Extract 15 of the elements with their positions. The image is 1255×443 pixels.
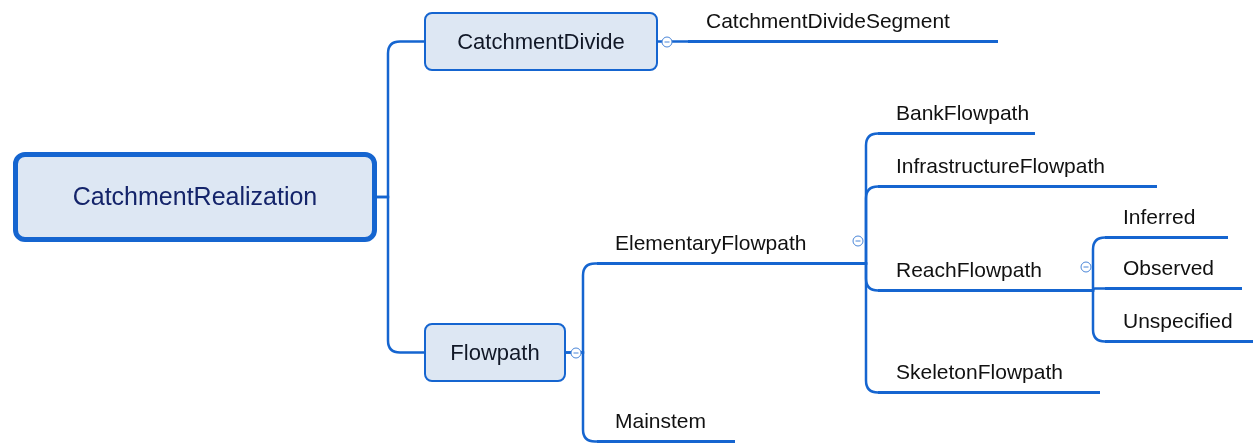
- subtopic-label: BankFlowpath: [878, 96, 1035, 135]
- subtopic-label: ReachFlowpath: [878, 252, 1075, 292]
- connector-line: [658, 40, 688, 43]
- subtopic-label: SkeletonFlowpath: [878, 355, 1100, 394]
- connector-line: [377, 195, 424, 354]
- subtopic-label: Mainstem: [597, 404, 735, 443]
- subtopic-label: CatchmentDivideSegment: [688, 5, 998, 43]
- root-topic-box: CatchmentRealization: [13, 152, 377, 242]
- topic-box: Flowpath: [424, 323, 566, 382]
- subtopic-label: Unspecified: [1105, 304, 1253, 343]
- subtopic-label: Observed: [1105, 251, 1242, 290]
- subtopic-label: ElementaryFlowpath: [597, 226, 848, 265]
- topic-box: CatchmentDivide: [424, 12, 658, 71]
- subtopic-label: InfrastructureFlowpath: [878, 149, 1157, 188]
- subtopic-label: Inferred: [1105, 200, 1228, 239]
